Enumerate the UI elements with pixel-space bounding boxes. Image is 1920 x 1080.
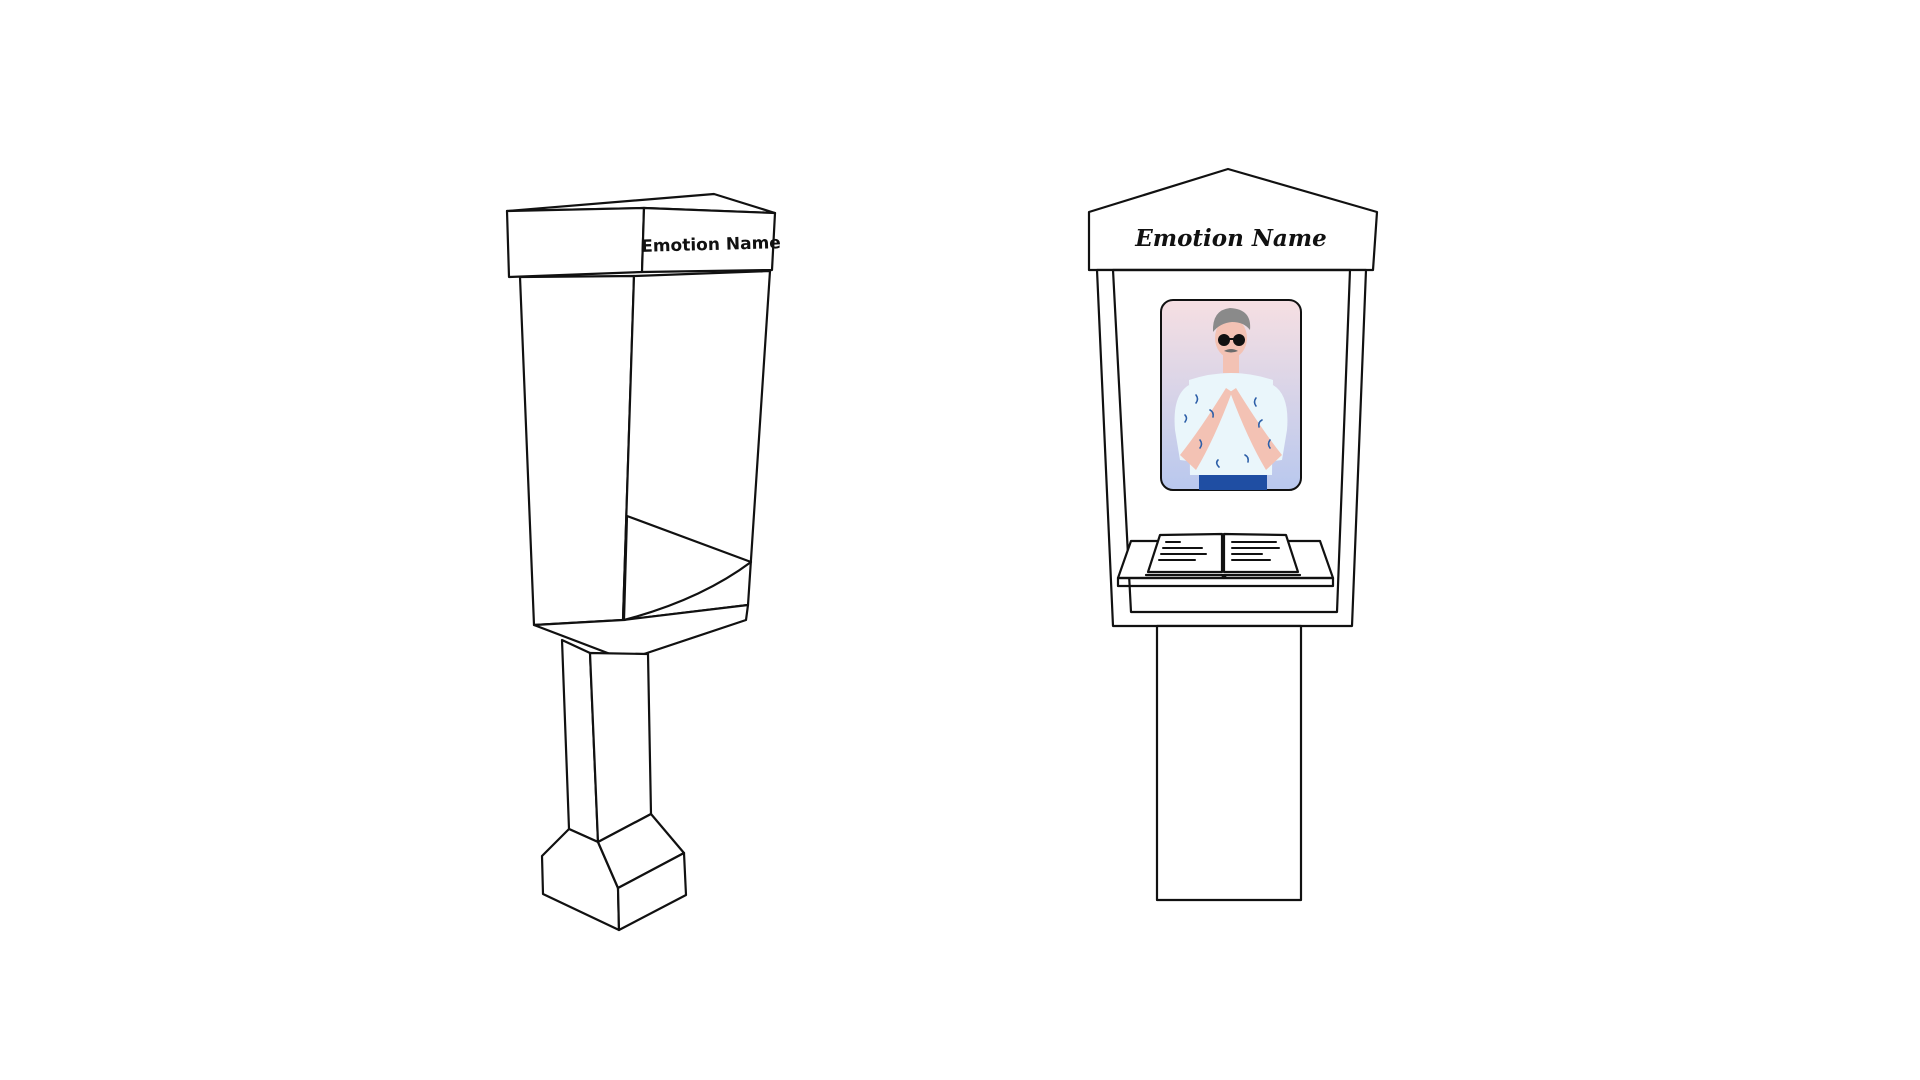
kiosk-front-view: Emotion Name [1087, 167, 1379, 902]
open-book-icon [1144, 532, 1302, 580]
front-sign-label: Emotion Name [1134, 225, 1327, 252]
portrait-frame [1160, 299, 1302, 491]
person-praying-icon [1174, 308, 1288, 490]
front-sign-box: Emotion Name [1087, 167, 1379, 272]
front-post [1155, 624, 1303, 902]
side-post [560, 638, 653, 844]
side-base [540, 812, 688, 932]
side-sign-label: Emotion Name [641, 233, 781, 257]
side-cabinet [518, 269, 772, 662]
side-sign-box: Emotion Name [505, 192, 781, 279]
kiosk-side-view: Emotion Name [505, 192, 781, 932]
